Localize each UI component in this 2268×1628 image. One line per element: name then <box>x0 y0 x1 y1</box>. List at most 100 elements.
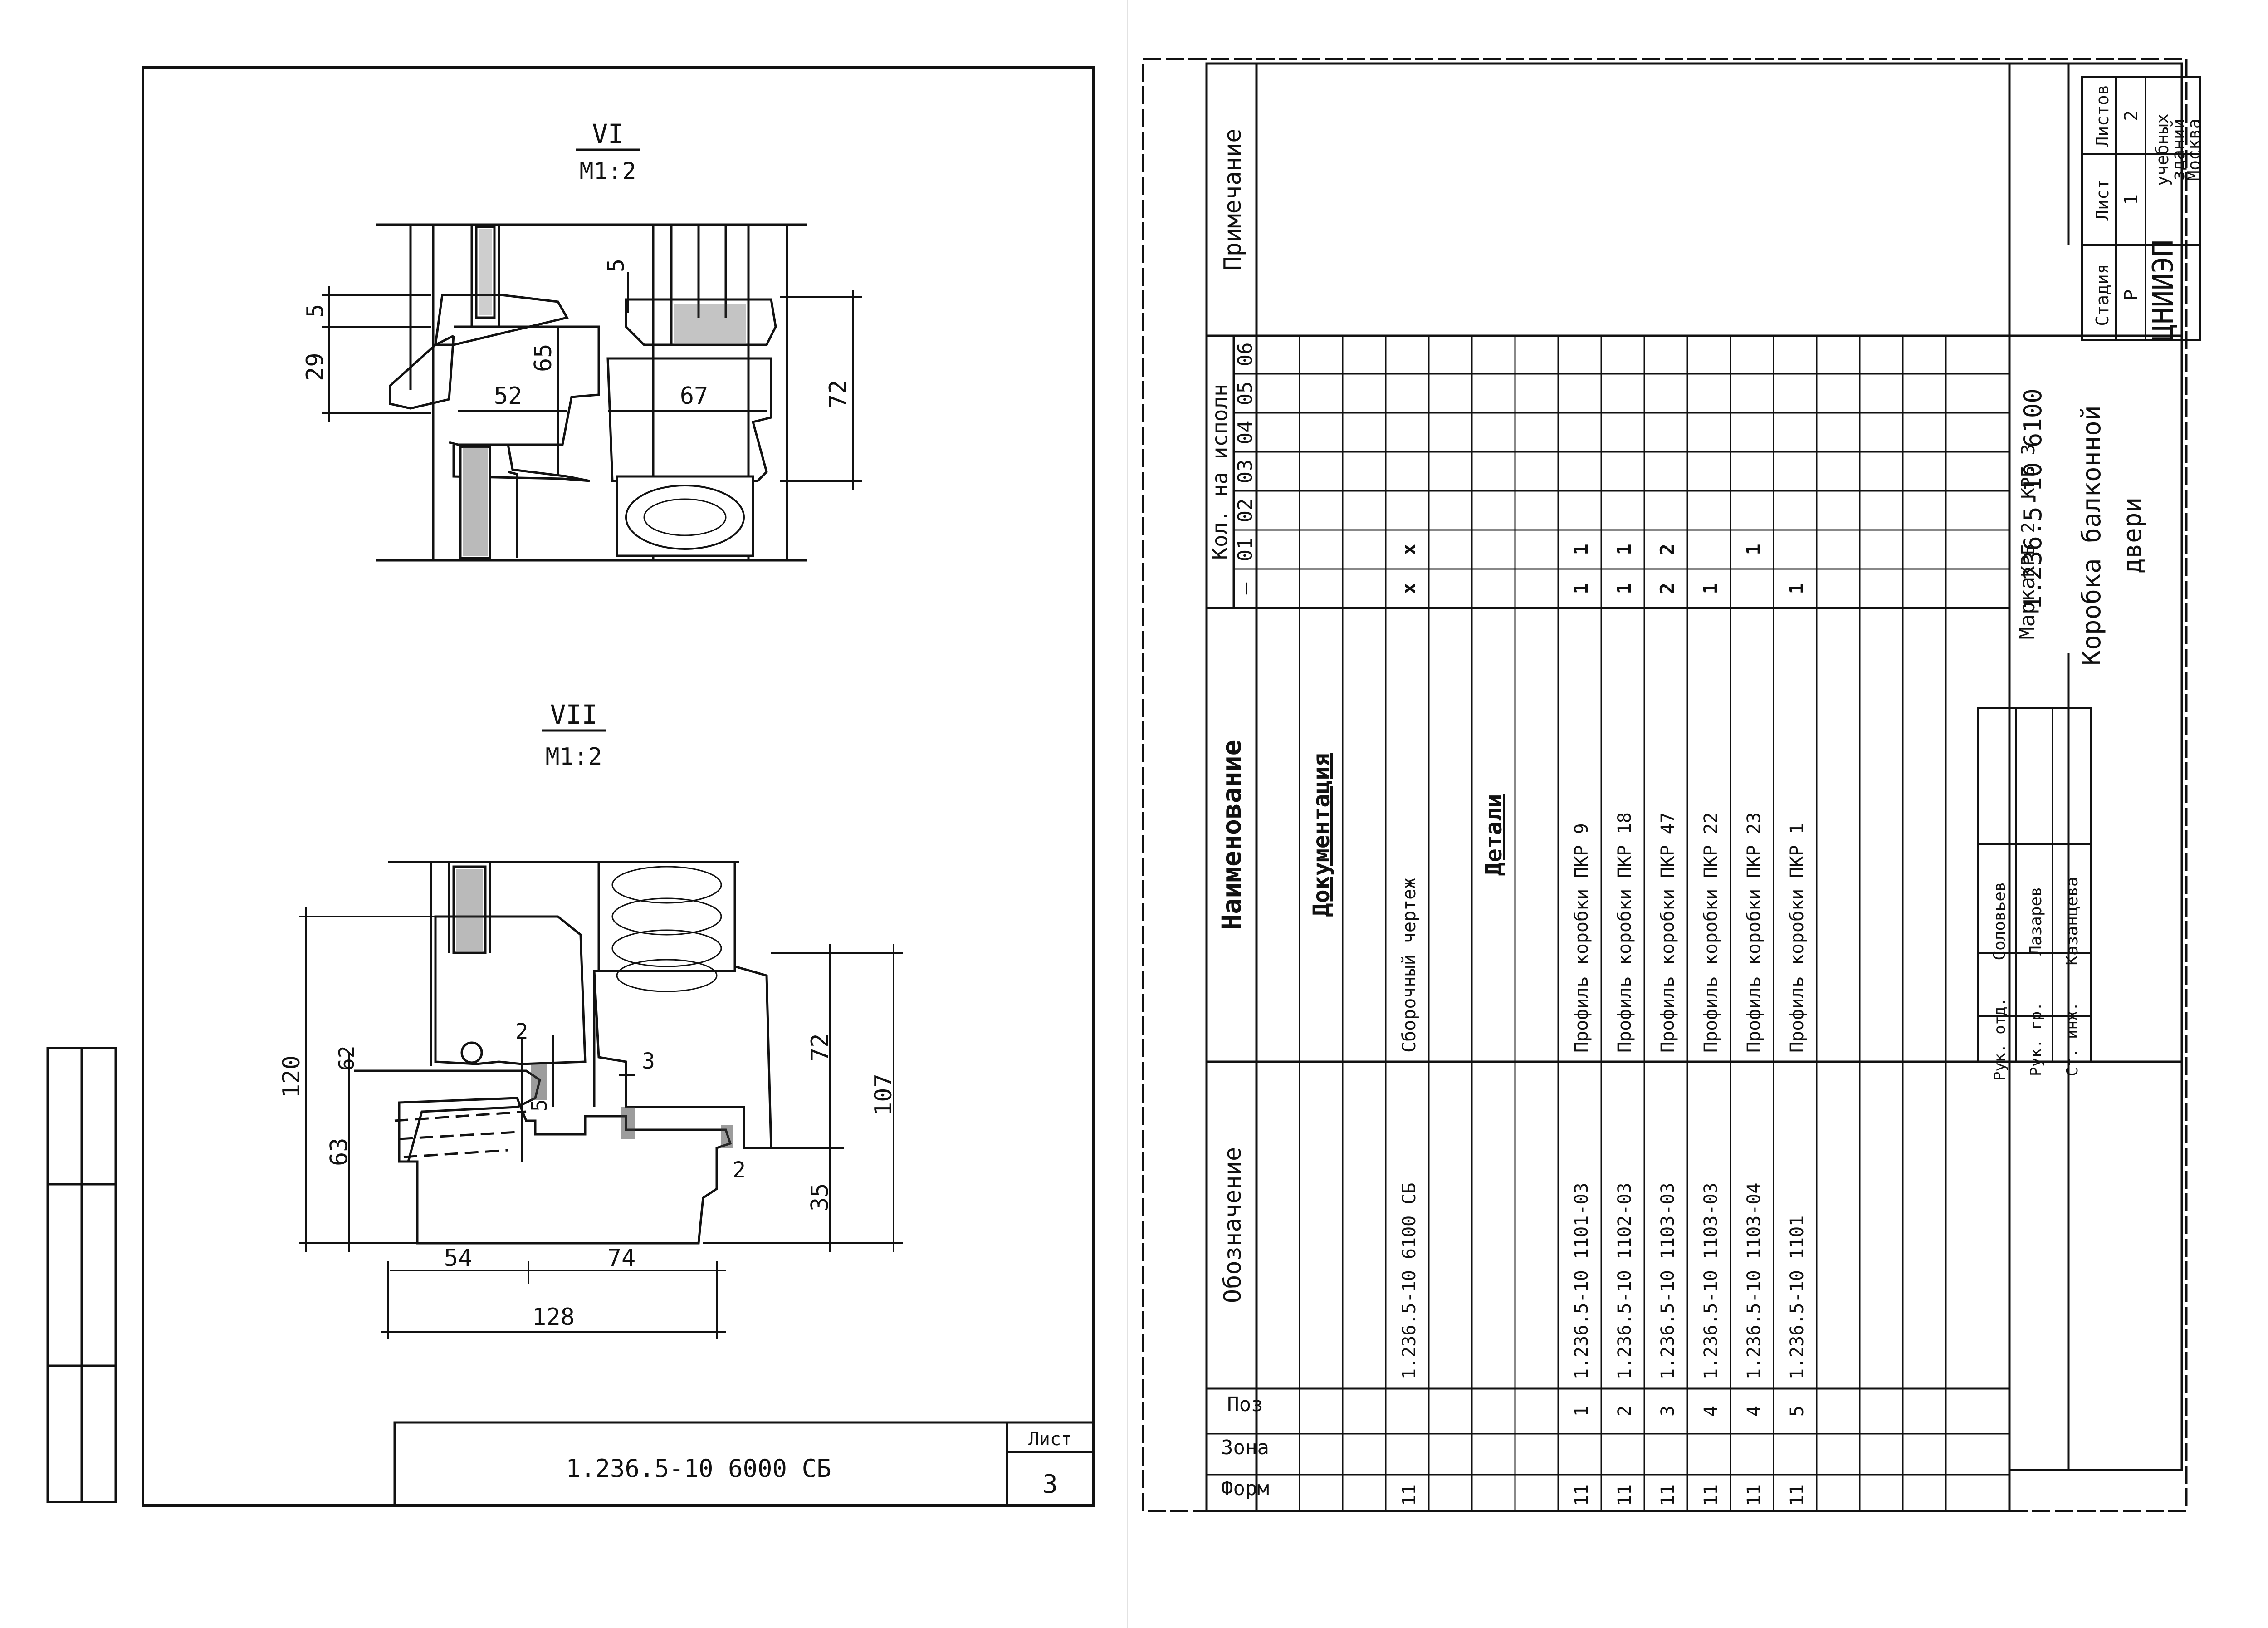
row-designation: 1.236.5-10 1101-03 <box>1571 1183 1592 1379</box>
section-vii-label: VII <box>550 699 598 730</box>
row-designation: 1.236.5-10 1103-03 <box>1657 1183 1678 1379</box>
exec-col-4: 04 <box>1234 421 1257 445</box>
signer-name-1: Лазарев <box>2027 887 2045 956</box>
signer-role-0: Рук. отд. <box>1991 997 2009 1081</box>
row-qty: 1 <box>1742 544 1765 555</box>
exec-col-3: 03 <box>1234 460 1257 484</box>
sheets-label: Листов <box>2092 84 2112 147</box>
dim-vii-74: 74 <box>607 1245 636 1272</box>
row-designation: 1.236.5-10 1103-04 <box>1744 1183 1765 1379</box>
dim-vi-29: 29 <box>302 353 329 381</box>
hdr-name: Наименование <box>1216 740 1247 930</box>
signer-name-0: Соловьев <box>1990 882 2009 960</box>
row-pos: 2 <box>1614 1406 1635 1417</box>
section-vi-scale: M1:2 <box>579 158 636 185</box>
section-vii-scale: M1:2 <box>545 743 602 770</box>
org-name-3: зданий <box>2168 118 2188 181</box>
dim-vii-120: 120 <box>278 1055 305 1098</box>
section-heading: Детали <box>1481 794 1507 876</box>
row-name: Профиль коробки ПКР 47 <box>1657 812 1678 1053</box>
left-sheet: VI M1:2 <box>46 66 1095 1507</box>
row-pos: 4 <box>1701 1406 1721 1417</box>
row-name: Профиль коробки ПКР 22 <box>1701 812 1721 1053</box>
dim-vii-2b: 2 <box>733 1157 746 1183</box>
row-qty: 1 <box>1699 583 1721 594</box>
row-name: Профиль коробки ПКР 1 <box>1787 823 1808 1053</box>
row-designation: 1.236.5-10 1103-03 <box>1701 1183 1721 1379</box>
sheet-value: 1 <box>2121 194 2142 205</box>
right-sheet: Форм Зона Поз Обозначение Наименование К… <box>1142 58 2204 1512</box>
row-qty: x <box>1398 544 1420 555</box>
section-vii-profile <box>354 861 772 1245</box>
row-designation: 1.236.5-10 1101 <box>1787 1216 1808 1379</box>
exec-col-6: 06 <box>1234 343 1257 367</box>
row-format: 11 <box>1614 1484 1635 1506</box>
row-pos: 3 <box>1657 1406 1678 1417</box>
row-qty: 1 <box>1613 583 1635 594</box>
row-name: Профиль коробки ПКР 18 <box>1614 812 1635 1053</box>
binding-strip <box>46 1047 117 1503</box>
row-qty: 2 <box>1656 544 1678 555</box>
signer-role-2: Ст. инж. <box>2063 1002 2082 1076</box>
dim-vi-65: 65 <box>530 343 557 372</box>
row-format: 11 <box>1399 1484 1420 1506</box>
row-pos: 1 <box>1571 1406 1592 1417</box>
exec-col-5: 05 <box>1234 382 1257 406</box>
dim-vii-54: 54 <box>444 1245 473 1272</box>
row-designation: 1.236.5-10 6100 СБ <box>1399 1183 1420 1379</box>
dim-vii-62: 62 <box>334 1046 359 1071</box>
org-name-4: Москва <box>2184 118 2204 181</box>
marka-value-1: КРБ 3 <box>2018 444 2039 499</box>
dim-vii-5: 5 <box>527 1099 552 1112</box>
section-vii: VII M1:2 <box>278 699 903 1339</box>
hdr-qty: Кол. на исполн <box>1207 384 1232 560</box>
doc-code: 1.236.5-10 6100 <box>2019 388 2047 610</box>
marka-value-0: КРБ 2 <box>2018 522 2039 577</box>
stage-label: Стадия <box>2092 264 2112 326</box>
section-vi-profile <box>376 223 807 562</box>
dim-vi-67: 67 <box>680 382 709 410</box>
row-name: Профиль коробки ПКР 9 <box>1571 823 1592 1053</box>
section-vi: VI M1:2 <box>302 118 862 562</box>
left-stamp-sheet-label: Лист <box>1028 1429 1072 1450</box>
section-vi-label: VI <box>592 118 624 149</box>
row-pos: 5 <box>1787 1406 1808 1417</box>
section-heading: Документация <box>1308 753 1334 917</box>
dim-vi-52: 52 <box>494 382 523 410</box>
row-qty: 1 <box>1570 583 1592 594</box>
hdr-designation: Обозначение <box>1219 1147 1246 1303</box>
row-format: 11 <box>1701 1484 1721 1506</box>
dim-vii-3: 3 <box>642 1049 655 1074</box>
dim-vii-63: 63 <box>326 1138 353 1166</box>
org-name-2: учебных <box>2152 113 2172 186</box>
left-stamp <box>393 1421 1095 1507</box>
dim-vi-5a: 5 <box>302 304 328 318</box>
row-format: 11 <box>1744 1484 1765 1506</box>
left-stamp-sheet-no: 3 <box>1042 1470 1058 1499</box>
row-format: 11 <box>1657 1484 1678 1506</box>
doc-title-2: двери <box>2118 497 2147 574</box>
section-vii-dims <box>299 907 903 1339</box>
dim-vii-72: 72 <box>807 1033 834 1062</box>
row-qty: 1 <box>1613 544 1635 555</box>
row-qty: 1 <box>1785 583 1808 594</box>
exec-col-1: 01 <box>1234 538 1257 562</box>
exec-col-0: — <box>1234 582 1257 594</box>
dim-vi-72: 72 <box>825 380 852 408</box>
stage-value: Р <box>2121 289 2142 300</box>
left-stamp-code: 1.236.5-10 6000 СБ <box>566 1454 831 1483</box>
row-name: Профиль коробки ПКР 23 <box>1744 812 1765 1053</box>
dim-vii-107: 107 <box>870 1074 897 1116</box>
row-format: 11 <box>1571 1484 1592 1506</box>
exec-headers: — 01 02 03 04 05 06 <box>1234 343 1257 595</box>
sheets-value: 2 <box>2121 110 2142 121</box>
exec-col-2: 02 <box>1234 499 1257 523</box>
section-vi-dims <box>322 272 862 490</box>
dim-vii-128: 128 <box>532 1304 575 1331</box>
spec-row-lines <box>1207 336 2009 1511</box>
row-qty: 1 <box>1570 544 1592 555</box>
row-qty: x <box>1398 583 1420 594</box>
doc-title-1: Коробка балконной <box>2077 405 2107 665</box>
title-block-texts: 1.236.5-10 6100 Коробка балконной двери … <box>1977 76 2204 1081</box>
